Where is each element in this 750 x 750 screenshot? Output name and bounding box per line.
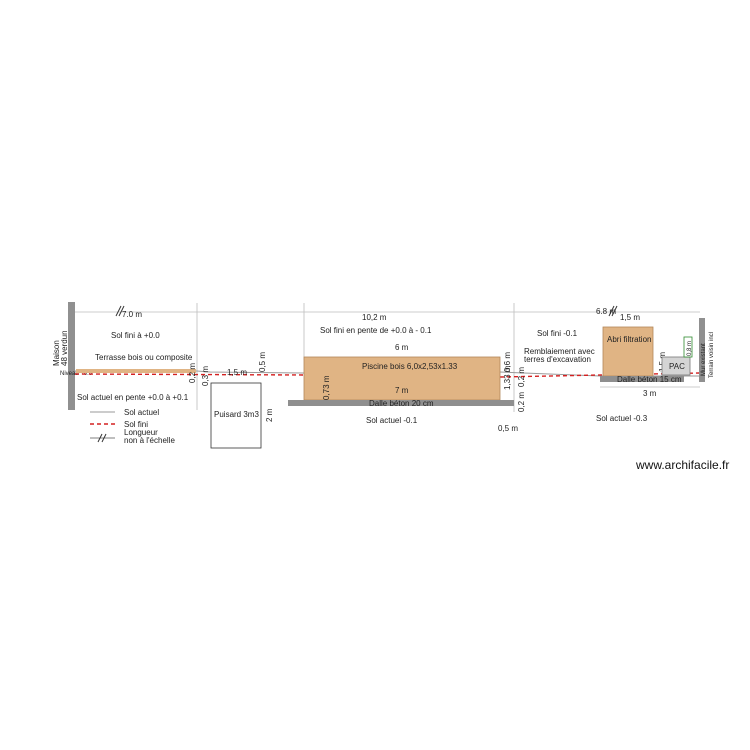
top-dim-7m: 7.0 m: [122, 310, 142, 319]
top-dim-1-5m: 1,5 m: [620, 313, 640, 322]
sol-actuel-pool-label: Sol actuel -0.1: [366, 416, 418, 425]
dim-0-8m-box: [683, 336, 693, 358]
sump-box: [210, 382, 262, 449]
top-dim-6-8m: 6.8 m: [596, 307, 616, 316]
slab-15-label: Dalle béton 15 cm: [617, 375, 682, 384]
existing-wall-label-2: Terrain voisin incl: [709, 332, 715, 378]
legend-sol-actuel-label: Sol actuel: [124, 408, 159, 417]
sol-fini-zero-label: Sol fini à +0.0: [111, 331, 160, 340]
dim-0-73m: 0,73 m: [322, 375, 331, 400]
sol-fini-right-label: Sol fini -0.1: [537, 329, 578, 338]
dim-0-5m-b: 0,5 m: [498, 424, 518, 433]
dim-0-2m-a: 0,2 m: [188, 363, 197, 383]
backfill-label-1: Remblaiement avec: [524, 347, 595, 356]
concrete-slab-shed: [600, 376, 684, 382]
terrace-deck: [76, 369, 196, 373]
heat-pump-box: [661, 356, 691, 376]
pool-label: Piscine bois 6,0x2,53x1.33: [362, 362, 458, 371]
watermark: www.archifacile.fr: [635, 458, 729, 472]
dim-6m: 6 m: [395, 343, 409, 352]
heat-pump-label: PAC: [669, 362, 685, 371]
existing-wall: [699, 318, 705, 382]
concrete-slab-pool: [288, 400, 514, 406]
dim-3m: 3 m: [643, 389, 657, 398]
dim-1-5m-mid: 1,5 m: [227, 368, 247, 377]
legend-break-mark: [101, 433, 107, 443]
dim-7m-bottom: 7 m: [395, 386, 409, 395]
terrace-label: Terrasse bois ou composite: [95, 353, 193, 362]
dim-2m: 2 m: [265, 408, 274, 422]
backfill-label-2: terres d'excavation: [524, 355, 591, 364]
break-mark-right: [611, 305, 618, 317]
legend-break-mark: [97, 433, 103, 443]
sump-label: Puisard 3m3: [214, 410, 259, 419]
break-mark-left: [115, 305, 122, 317]
slab-20-label: Dalle béton 20 cm: [369, 399, 434, 408]
dim-0-8m: 0,8 m: [687, 341, 693, 356]
filtration-shed-label: Abri filtration: [607, 335, 651, 344]
dim-0-2m-b: 0,2 m: [517, 367, 526, 387]
dim-0-6m: 0,6 m: [503, 352, 512, 372]
dim-0-3m: 0,3 m: [201, 366, 210, 386]
break-mark-right: [608, 305, 615, 317]
pool-body: [303, 356, 501, 401]
dim-1-33m: 1,33 m: [503, 365, 512, 390]
top-dim-10-2m: 10,2 m: [362, 313, 387, 322]
filtration-shed: [602, 326, 654, 377]
finished-ground-line: [74, 372, 701, 378]
legend-sol-fini-label: Sol fini: [124, 420, 148, 429]
dim-0-5m-a: 0,5 m: [258, 352, 267, 372]
legend-longueur-label-1: Longueur: [124, 428, 158, 437]
legend-longueur-label-2: non à l'échelle: [124, 436, 175, 445]
dim-0-2m-c: 0,2 m: [517, 392, 526, 412]
sol-fini-slope-label: Sol fini en pente de +0.0 à - 0.1: [320, 326, 432, 335]
house-label: Maison: [52, 340, 61, 366]
sol-actuel-slope-label: Sol actuel en pente +0.0 à +0.1: [77, 393, 189, 402]
house-wall: [68, 302, 75, 410]
existing-wall-label-1: Mur existant: [701, 343, 707, 376]
house-address: 48 verdun: [60, 330, 69, 366]
break-mark-left: [118, 305, 125, 317]
sol-actuel-right-label: Sol actuel -0.3: [596, 414, 648, 423]
